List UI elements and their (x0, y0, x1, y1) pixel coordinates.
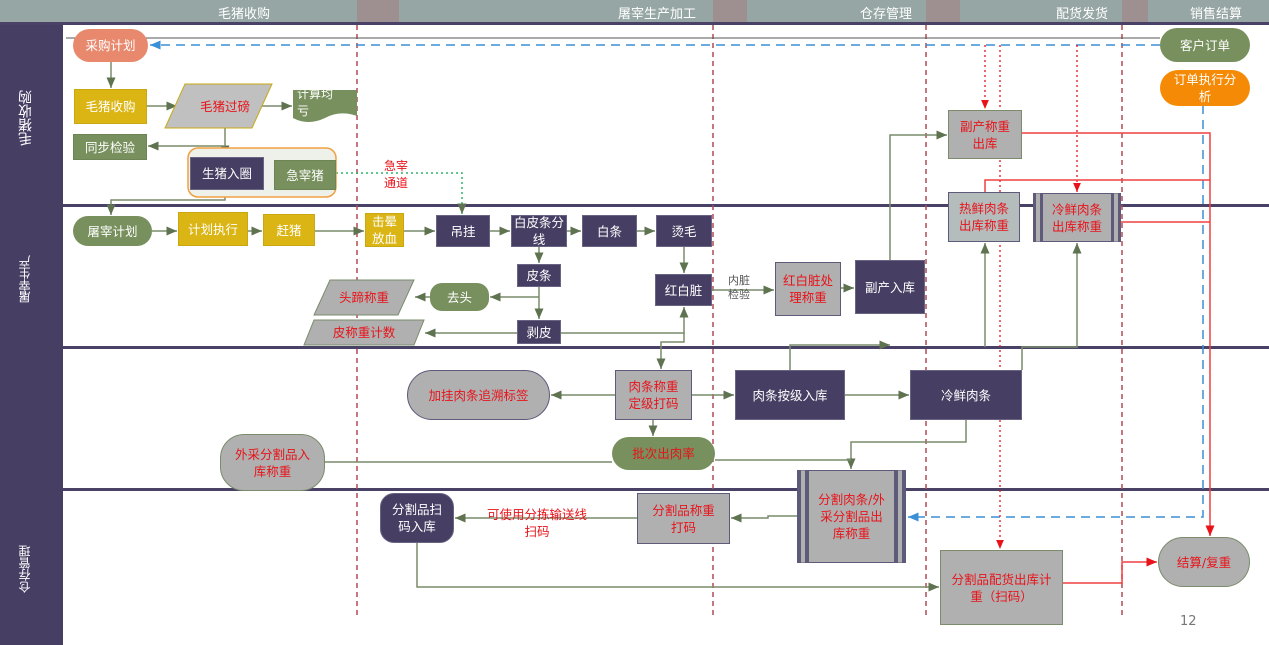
remove-head-node[interactable]: 去头 (430, 283, 489, 311)
byproduct-out-node[interactable]: 副产称重出库 (948, 110, 1022, 159)
offal-node[interactable]: 红白脏 (655, 274, 712, 306)
cut-scan-in-node[interactable]: 分割品扫码入库 (380, 493, 454, 543)
phase-chevron (357, 0, 399, 22)
external-cut-in-node[interactable]: 外采分割品入库称重 (220, 434, 325, 491)
phase-chevron (926, 0, 960, 22)
cut-weigh-code-node[interactable]: 分割品称重打码 (637, 493, 730, 544)
cut-meat-out-node[interactable]: 分割肉条/外采分割品出库称重 (797, 470, 906, 563)
trace-label-node[interactable]: 加挂肉条追溯标签 (407, 370, 550, 420)
drive-hogs-node[interactable]: 赶猪 (263, 214, 315, 246)
head-hoof-weigh-node[interactable]: 头蹄称重 (338, 290, 389, 305)
phase-label: 仓存管理 (860, 7, 913, 22)
split-line-node[interactable]: 白皮条分线 (511, 215, 567, 247)
purchase-plan-node[interactable]: 采购计划 (73, 29, 148, 62)
offal-processing-node[interactable]: 红白脏处理称重 (775, 262, 841, 316)
cut-dispatch-node[interactable]: 分割品配货出库计重（扫码） (940, 550, 1063, 625)
phase-label: 配货发货 (1056, 7, 1109, 22)
slaughter-plan-node[interactable]: 屠宰计划 (73, 216, 152, 246)
sync-inspection-node[interactable]: 同步检验 (73, 134, 147, 160)
scald-node[interactable]: 烫毛 (656, 215, 712, 247)
pen-in-node[interactable]: 生猪入圈 (190, 157, 264, 190)
emergency-channel-label: 急宰通道 (383, 159, 408, 190)
plan-execution-node[interactable]: 计划执行 (178, 212, 248, 246)
phase-chevron (713, 0, 747, 22)
skin-weigh-node[interactable]: 皮称重计数 (332, 325, 396, 340)
stun-bleed-node[interactable]: 击晕放血 (365, 213, 404, 247)
carcass-node[interactable]: 白条 (582, 215, 637, 247)
hot-meat-out-node[interactable]: 热鲜肉条出库称重 (948, 192, 1020, 242)
hog-weighing-node[interactable]: 毛猪过磅 (199, 98, 250, 114)
skin-strip-node[interactable]: 皮条 (517, 264, 561, 287)
customer-order-node[interactable]: 客户订单 (1160, 28, 1250, 62)
offal-inspection-label: 内脏检验 (728, 274, 750, 301)
lane-divider (63, 488, 1269, 491)
phase-header: 毛猪收购 屠宰生产加工 仓存管理 配货发货 销售结算 (0, 0, 1269, 25)
chilled-meat-node[interactable]: 冷鲜肉条 (910, 370, 1022, 420)
hog-purchase-node[interactable]: 毛猪收购 (74, 89, 147, 124)
sorting-line-note: 可使用分拣输送线扫码 (486, 507, 587, 539)
order-analysis-node[interactable]: 订单执行分析 (1160, 70, 1250, 106)
hang-node[interactable]: 吊挂 (436, 215, 490, 247)
emergency-slaughter-node[interactable]: 急宰猪 (274, 160, 336, 190)
lane-divider (63, 346, 1269, 349)
page-number: 12 (1180, 614, 1197, 629)
grade-code-node[interactable]: 肉条称重定级打码 (615, 370, 692, 420)
graded-storage-node[interactable]: 肉条按级入库 (735, 370, 845, 420)
phase-label: 销售结算 (1190, 7, 1243, 22)
lane-column (0, 25, 63, 645)
phase-label: 屠宰生产加工 (618, 7, 697, 22)
phase-chevron (1122, 0, 1148, 22)
average-loss-node[interactable]: 计算均亏 (297, 87, 334, 118)
settlement-node[interactable]: 结算/复重 (1158, 537, 1250, 587)
yield-rate-node[interactable]: 批次出肉率 (612, 437, 715, 470)
skinning-node[interactable]: 剥皮 (517, 320, 561, 344)
lane-divider (63, 204, 1269, 207)
byproduct-in-node[interactable]: 副产入库 (855, 260, 925, 314)
chilled-meat-out-node[interactable]: 冷鲜肉条出库称重 (1033, 193, 1121, 242)
phase-label: 毛猪收购 (218, 7, 271, 22)
